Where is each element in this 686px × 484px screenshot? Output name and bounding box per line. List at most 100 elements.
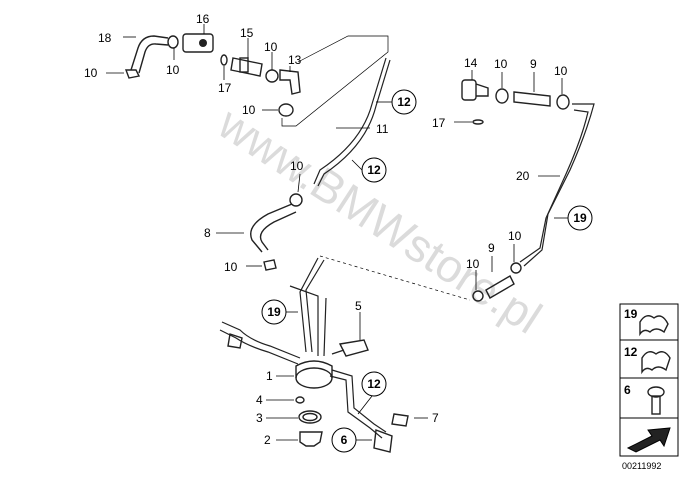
label-11: 11 [376, 122, 389, 136]
label-17-b: 17 [432, 116, 446, 130]
hose-8-inner [259, 211, 297, 251]
circled-callouts: 12 12 19 19 12 6 [261, 89, 593, 453]
leader-lines [106, 24, 568, 441]
tube-20 [523, 103, 595, 267]
label-2: 2 [264, 433, 271, 447]
valve-group-top-left [124, 33, 301, 117]
tube-11 [313, 57, 387, 185]
label-10-j: 10 [466, 257, 480, 271]
hose-clamp-10i [472, 290, 484, 302]
callout-6: 6 [341, 433, 348, 447]
seal-ring-3 [298, 410, 322, 424]
valve-16-port [199, 39, 207, 47]
hose-clamp-10f [556, 94, 570, 110]
label-7: 7 [432, 411, 439, 425]
label-20: 20 [516, 169, 530, 183]
check-valve-16 [182, 33, 214, 53]
callout-circle-12-a [391, 89, 417, 115]
label-3: 3 [256, 411, 263, 425]
hose-clamp-10a [167, 35, 179, 49]
assembly-body [295, 367, 333, 389]
callout-circle-19-b [261, 299, 287, 325]
legend-icon-bolt-head [647, 386, 665, 398]
label-9-a: 9 [530, 57, 537, 71]
label-10-h: 10 [224, 260, 238, 274]
tube-11-inner [317, 59, 391, 187]
label-10-i: 10 [508, 229, 522, 243]
label-16: 16 [196, 12, 210, 26]
tube-main-b [305, 259, 325, 353]
hose-9a [513, 91, 551, 107]
hose-clamp-10e [495, 88, 509, 104]
hose-clamp-10c [265, 69, 279, 83]
branch-right-b [331, 369, 387, 433]
tube-20-inner [519, 109, 589, 263]
hose-clamp-10g [289, 193, 303, 207]
hose-clamp-10b [124, 69, 141, 79]
label-13: 13 [288, 53, 302, 67]
callout-12-b: 12 [367, 163, 381, 177]
part-number-labels: 1 8 16 15 10 13 10 17 10 10 14 10 9 10 17… [84, 12, 568, 447]
bracket-5 [331, 339, 369, 357]
label-10-d: 10 [242, 103, 256, 117]
hose-clamp-10h [263, 259, 277, 271]
plug-2 [299, 431, 323, 447]
legend-arrow-icon [626, 427, 671, 453]
callout-19-b: 19 [267, 305, 281, 319]
label-17-a: 17 [218, 81, 232, 95]
callout-12-a: 12 [397, 95, 411, 109]
valve-group-top-right [461, 79, 595, 267]
label-1: 1 [266, 369, 273, 383]
label-10-a: 10 [264, 40, 278, 54]
assembly-body-top [295, 360, 333, 378]
document-id: 00211992 [622, 461, 661, 471]
pressure-valve-15 [230, 57, 263, 77]
branch-right-a [329, 375, 383, 439]
legend-label-12: 12 [624, 345, 638, 359]
label-5: 5 [355, 299, 362, 313]
main-assembly-1 [219, 257, 393, 453]
label-10-g: 10 [290, 159, 304, 173]
valve-14 [461, 79, 477, 101]
hose-9b [485, 275, 515, 299]
label-15: 15 [240, 26, 254, 40]
callout-circle-12-c [361, 371, 387, 397]
callout-circle-12-b [361, 157, 387, 183]
tube-main-d [323, 297, 327, 357]
label-4: 4 [256, 393, 263, 407]
hose-clamp-10d [278, 103, 294, 117]
label-9-b: 9 [488, 241, 495, 255]
legend-icon-clip-single [641, 351, 671, 375]
label-8: 8 [204, 226, 211, 240]
elbow-hose-18 [130, 35, 169, 71]
tube-main-c [289, 285, 319, 356]
label-14: 14 [464, 56, 478, 70]
clip-7 [391, 413, 409, 427]
seal-ring-3-inner [302, 412, 318, 422]
elbow-13 [279, 69, 301, 95]
legend-icon-clip-double [639, 315, 669, 337]
callout-19-a: 19 [573, 211, 587, 225]
legend-cell-12 [619, 339, 679, 379]
label-10-e: 10 [494, 57, 508, 71]
legend-label-6: 6 [624, 383, 631, 397]
callout-circle-6 [331, 427, 357, 453]
branch-left-connector [227, 333, 243, 349]
callout-12-c: 12 [367, 377, 381, 391]
tube-main-a [299, 257, 319, 353]
branch-left-b [219, 329, 299, 365]
label-10-f: 10 [554, 64, 568, 78]
callout-circle-19-a [567, 205, 593, 231]
o-ring-17a [220, 54, 228, 66]
legend-panel: 19 12 6 00211992 [619, 303, 679, 471]
connection-dashed-line [319, 255, 471, 301]
label-10-c: 10 [84, 66, 98, 80]
hose-8 [250, 203, 293, 253]
valve-14-port [475, 83, 489, 97]
legend-icon-bolt-shank [651, 395, 661, 415]
hose-clamp-10j [510, 262, 522, 274]
branch-left-a [221, 321, 301, 359]
legend-label-19: 19 [624, 307, 638, 321]
